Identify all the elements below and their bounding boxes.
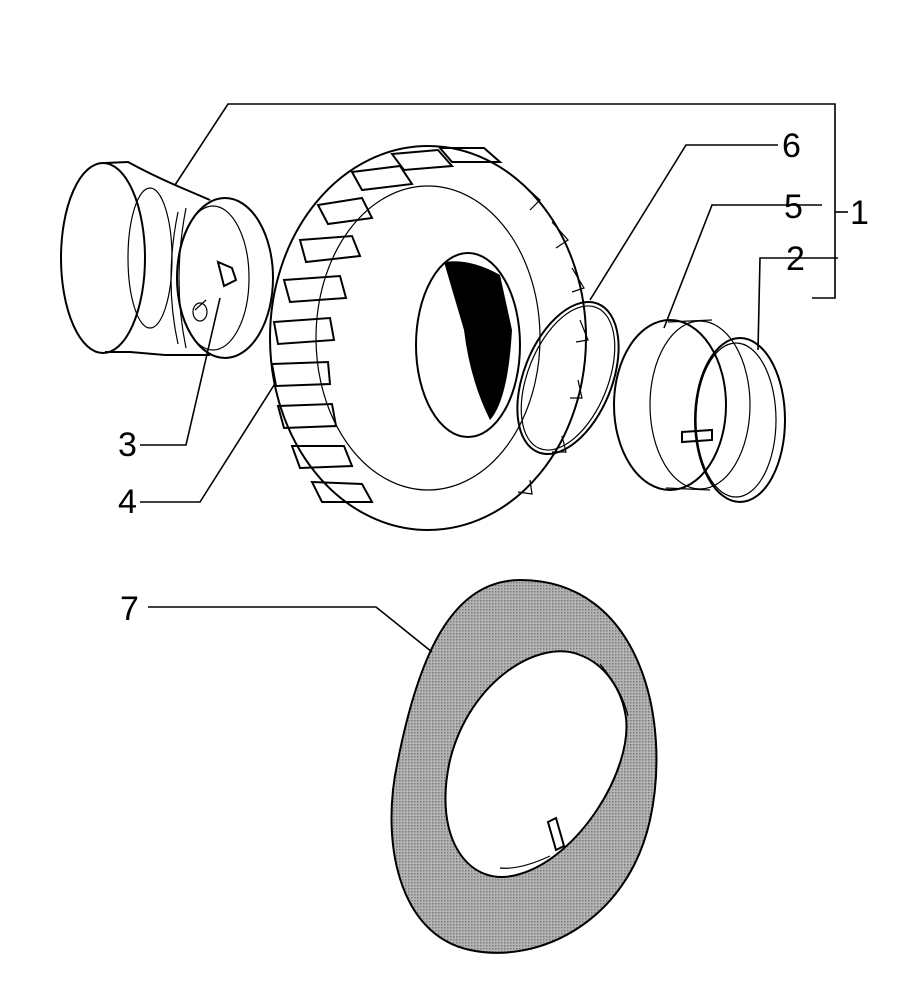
callout-7: 7 [120,590,139,628]
leader-lines [140,144,838,653]
o-ring-seal [516,301,620,455]
split-lock-ring [681,337,786,503]
valve-stem [192,260,238,322]
callout-4: 4 [118,483,137,521]
callout-1: 1 [850,194,869,232]
callout-3: 3 [118,426,137,464]
wheel-assembly-bracket [174,103,848,299]
tyre [269,145,589,531]
wheel-rim [60,160,274,359]
callout-6: 6 [782,127,801,165]
side-ring [613,319,751,491]
callout-2: 2 [786,240,805,278]
callout-5: 5 [784,188,803,226]
inner-tube [390,578,658,954]
